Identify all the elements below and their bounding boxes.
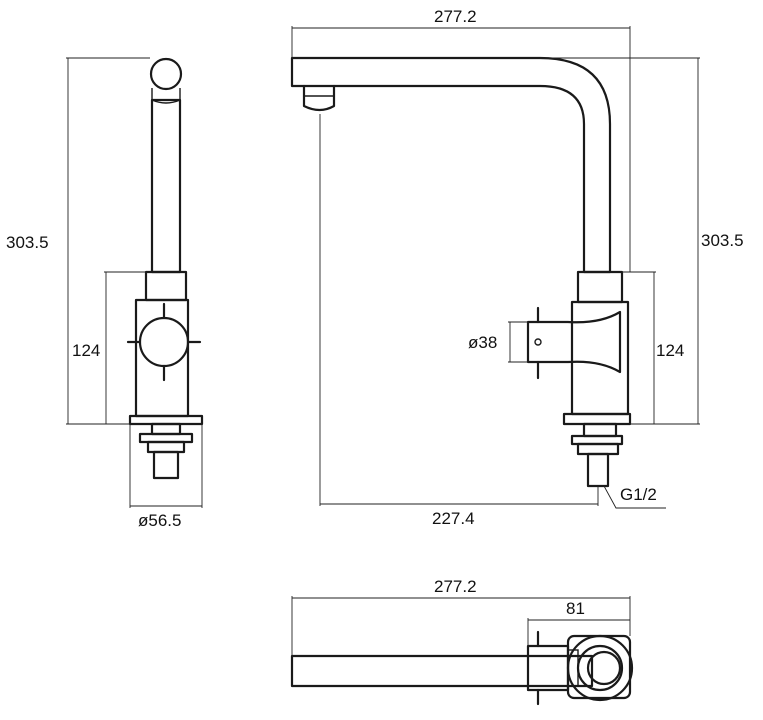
top-width-total-label: 277.2: [434, 577, 477, 596]
front-handle: [526, 310, 622, 374]
front-thread-label: G1/2: [620, 485, 657, 504]
side-body-upper: [144, 270, 188, 302]
side-height-total-label: 303.5: [6, 233, 49, 252]
side-handle-hub: [138, 316, 190, 368]
front-top-width-label: 277.2: [434, 7, 477, 26]
top-view: 277.2 81: [290, 577, 634, 706]
front-body-upper: [576, 270, 624, 304]
front-handle-diameter-label: ø38: [468, 333, 497, 352]
front-height-body-label: 124: [656, 341, 684, 360]
front-shank: [586, 452, 610, 488]
side-spout-tube: [150, 98, 182, 274]
front-thread-leader: [603, 485, 666, 509]
side-base-plate: [128, 414, 204, 426]
front-aerator: [302, 84, 336, 112]
side-height-body-label: 124: [72, 341, 100, 360]
side-shank: [152, 450, 180, 480]
side-spout-cap: [149, 57, 183, 91]
front-spout: [290, 56, 612, 274]
front-washer: [570, 434, 624, 446]
side-nut-lower: [146, 440, 186, 454]
side-washer: [138, 432, 194, 444]
front-nut-upper: [582, 422, 618, 438]
top-spout-arm: [290, 654, 594, 688]
front-reach-label: 227.4: [432, 509, 475, 528]
top-width-body-label: 81: [566, 599, 585, 618]
side-base-diameter-label: ø56.5: [138, 511, 181, 530]
front-handle-screw: [534, 338, 542, 346]
top-spout-ring: [586, 650, 622, 686]
side-view: 303.5 124 ø56.5: [6, 57, 204, 530]
front-height-total-label: 303.5: [701, 231, 744, 250]
front-nut-lower: [576, 442, 620, 456]
front-base-plate: [562, 412, 632, 426]
top-base-square: [566, 634, 632, 700]
front-view: 277.2 303.5 124 ø38 227.4 G1/2: [290, 7, 744, 528]
top-handle-body: [526, 644, 570, 692]
side-nut-upper: [150, 422, 182, 436]
